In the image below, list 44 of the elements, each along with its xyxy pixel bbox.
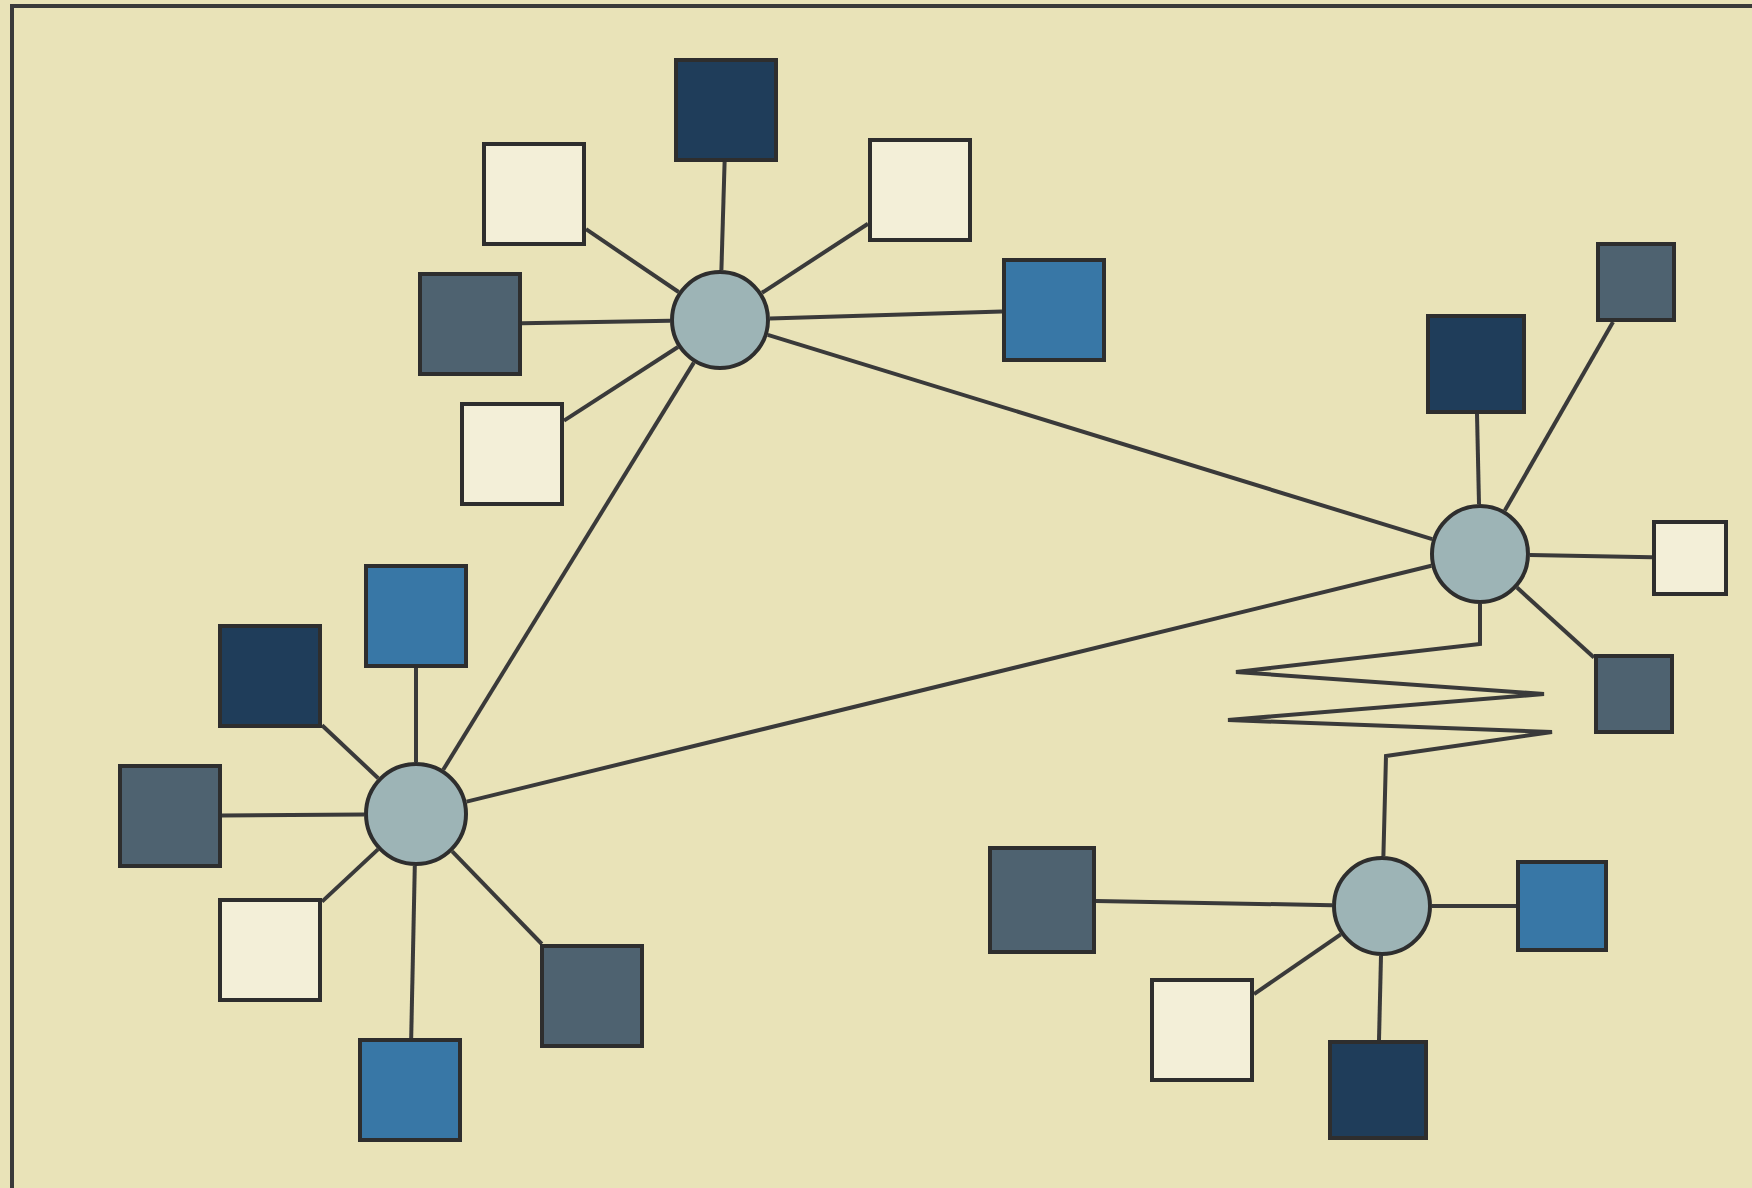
- device-square: [482, 142, 586, 246]
- connector-line: [521, 318, 671, 326]
- device-square: [1652, 520, 1728, 596]
- connector-line: [767, 332, 1433, 542]
- connector-line: [409, 865, 417, 1039]
- connector-line: [222, 812, 365, 818]
- device-square: [364, 564, 468, 668]
- device-square: [674, 58, 778, 162]
- connector-line: [1432, 904, 1516, 908]
- connector-line: [760, 222, 870, 295]
- connector-line: [1226, 604, 1554, 857]
- connector-line: [719, 161, 727, 271]
- device-square: [1596, 242, 1676, 322]
- connector-line: [320, 847, 380, 904]
- connector-line: [1529, 553, 1653, 560]
- device-square: [868, 138, 972, 242]
- device-square: [1328, 1040, 1428, 1140]
- connector-line: [450, 850, 544, 946]
- connector-line: [441, 361, 696, 771]
- device-square: [988, 846, 1096, 954]
- connector-line: [1503, 321, 1615, 512]
- device-square: [1426, 314, 1526, 414]
- device-square: [1150, 978, 1254, 1082]
- device-square: [1516, 860, 1608, 952]
- device-square: [218, 898, 322, 1002]
- connector-line: [584, 227, 680, 294]
- connector-line: [414, 668, 418, 762]
- connector-line: [562, 345, 680, 423]
- connector-line: [1475, 413, 1481, 505]
- device-square: [540, 944, 644, 1048]
- device-square: [358, 1038, 462, 1142]
- connector-line: [466, 563, 1432, 804]
- connector-line: [769, 309, 1003, 321]
- device-square: [218, 624, 322, 728]
- device-square: [1594, 654, 1674, 734]
- connector-line: [1252, 932, 1342, 996]
- device-square: [460, 402, 564, 506]
- connector-line: [320, 723, 380, 780]
- device-square: [118, 764, 222, 868]
- connector-line: [1095, 899, 1333, 908]
- device-square: [1002, 258, 1106, 362]
- device-square: [418, 272, 522, 376]
- connector-line: [1377, 955, 1383, 1041]
- connector-line: [1515, 586, 1596, 660]
